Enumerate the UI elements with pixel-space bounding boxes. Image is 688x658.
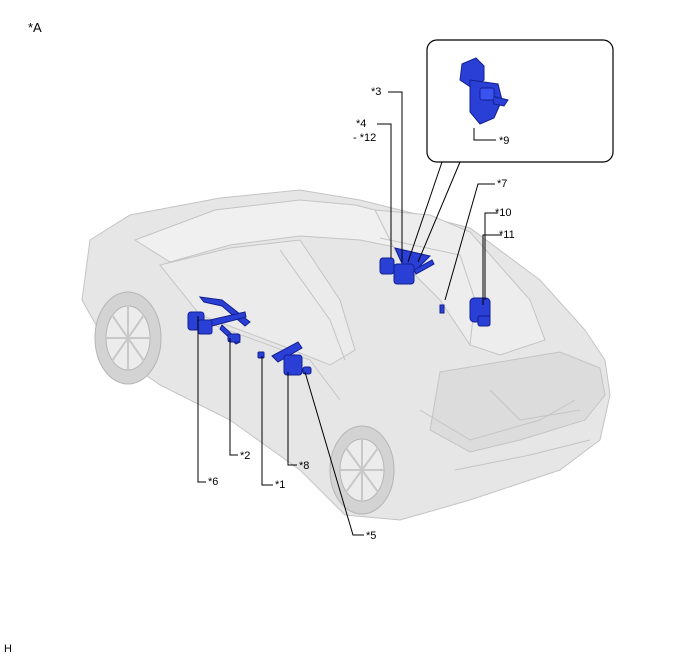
front-wheel (94, 291, 162, 385)
callout-1: *1 (275, 479, 286, 491)
callout-4: *4 (356, 118, 367, 130)
callout-8: *8 (299, 460, 310, 472)
callout-5: *5 (366, 530, 377, 542)
front-door-regulator (187, 296, 251, 345)
rear-door-regulator (257, 341, 312, 376)
rear-wheel (329, 425, 395, 515)
callout-11: *11 (499, 229, 515, 241)
callout-10: *10 (495, 207, 512, 219)
leader-lines (197, 91, 502, 536)
rear-door-component (469, 297, 491, 327)
callout-7: *7 (497, 178, 508, 190)
callout-9: *9 (499, 135, 510, 147)
callout-6: *6 (208, 476, 219, 488)
inset-part (459, 57, 509, 125)
footer-code: H (4, 643, 12, 655)
callout-3: *3 (371, 86, 382, 98)
front-seat-regulator (379, 247, 445, 314)
callout-12: - *12 (353, 132, 377, 144)
car-body (81, 189, 611, 521)
callout-2: *2 (240, 450, 251, 462)
view-label: *A (28, 20, 42, 35)
